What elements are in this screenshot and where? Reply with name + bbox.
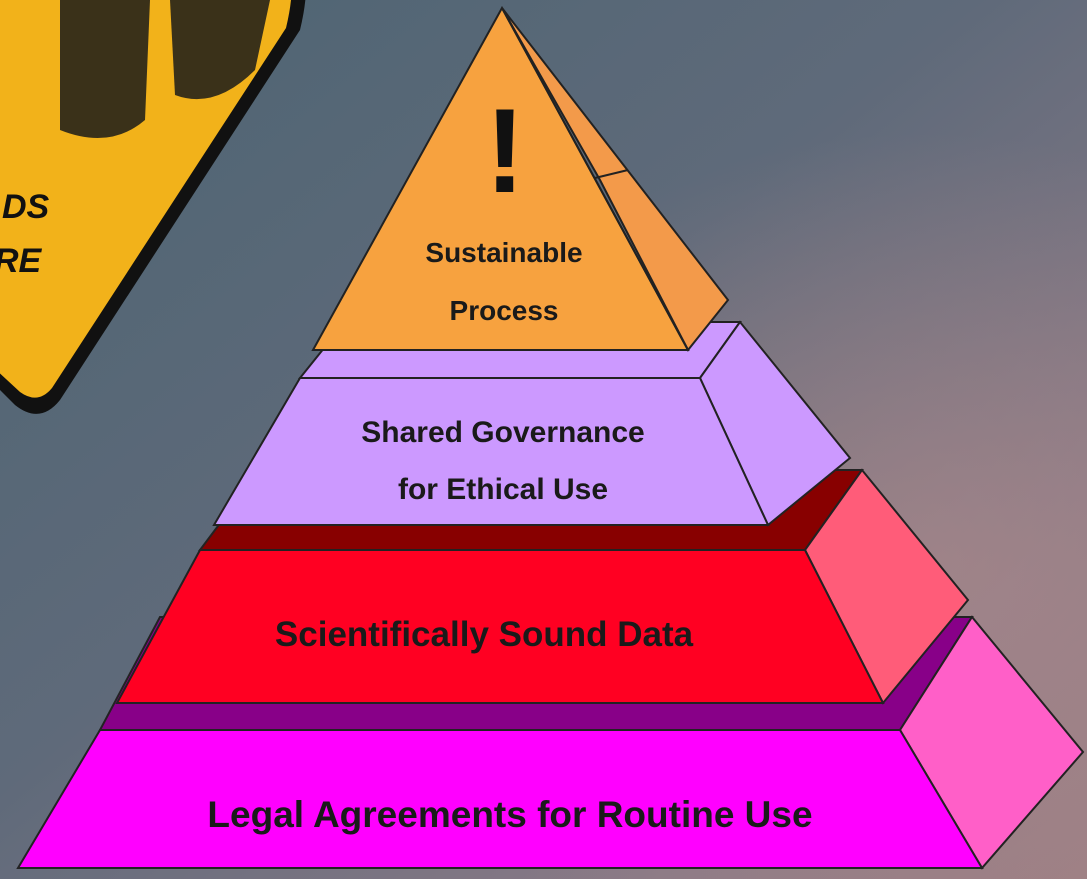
sign-text-line-1: DS (2, 188, 50, 226)
tier-1-label-line-2: Process (450, 295, 559, 326)
sign-text-line-2: RE (0, 242, 43, 280)
tier-3-front-face (115, 549, 885, 704)
tier-sustainable-process: ! Sustainable Process (311, 5, 730, 352)
road-sign: DS RE (0, 0, 306, 414)
tier-4-label: Legal Agreements for Routine Use (207, 794, 812, 835)
tier-2-label-line-2: for Ethical Use (398, 473, 608, 506)
tier-1-fold (594, 169, 629, 179)
tier-1-edge (501, 7, 689, 351)
warning-exclamation-icon: ! (485, 84, 525, 218)
tier-1-label-line-1: Sustainable (425, 237, 582, 268)
tier-2-label-line-1: Shared Governance (361, 416, 644, 449)
tier-3-label: Scientifically Sound Data (275, 615, 694, 654)
tier-2-front-face (212, 377, 770, 526)
tier-4-front-face (16, 729, 984, 869)
